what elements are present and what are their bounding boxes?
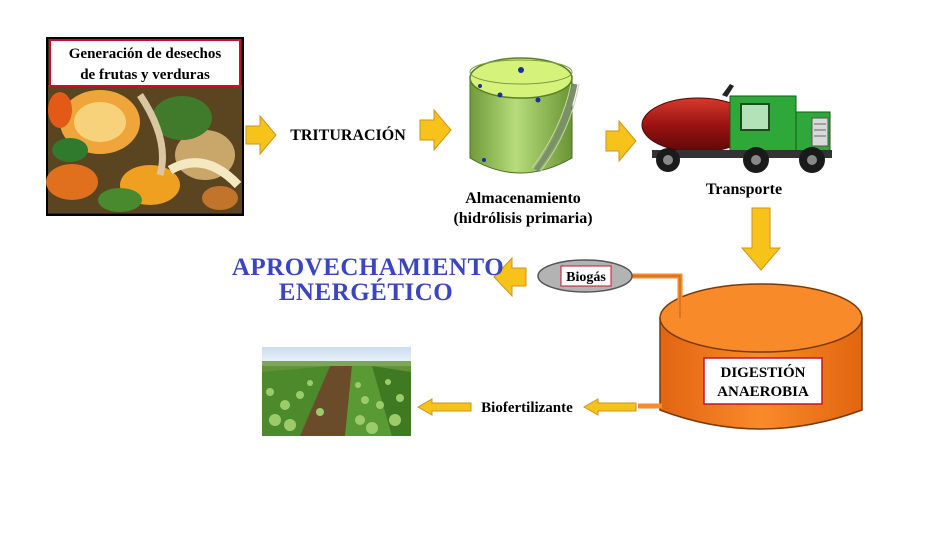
digestion-label-line2: ANAEROBIA (717, 384, 809, 400)
flow-arrow-right-3 (605, 119, 637, 163)
source-label-line2: de frutas y verduras (80, 67, 210, 83)
energy-title-line1: APROVECHAMIENTO (232, 254, 504, 281)
biofertilizer-label: Biofertilizante (481, 400, 573, 416)
flow-arrow-left-fert-a (582, 398, 637, 416)
crushing-label: TRITURACIÓN (290, 125, 406, 144)
anaerobic-digester-icon (659, 283, 863, 430)
flow-arrow-right-2 (419, 108, 452, 152)
tanker-truck-icon (641, 84, 832, 173)
energy-title-line2: ENERGÉTICO (279, 278, 453, 306)
digestion-label-line1: DIGESTIÓN (720, 364, 805, 381)
storage-tank-icon (469, 57, 580, 174)
biogas-label-box (560, 265, 612, 287)
source-label-box: Generación de desechos de frutas y verdu… (49, 39, 241, 87)
biogas-label: Biogás (566, 270, 606, 285)
crop-field-image (262, 347, 411, 436)
storage-label-line1: Almacenamiento (465, 190, 581, 207)
transport-label: Transporte (706, 181, 782, 198)
flow-arrow-left-fert-b (416, 398, 472, 416)
source-label-line1: Generación de desechos (69, 46, 222, 62)
digestion-label-box (703, 357, 823, 405)
flow-arrow-right-1 (245, 114, 277, 156)
flow-arrow-down (740, 207, 782, 271)
storage-label-line2: (hidrólisis primaria) (453, 210, 592, 227)
flow-arrow-left-biogas (493, 256, 527, 298)
